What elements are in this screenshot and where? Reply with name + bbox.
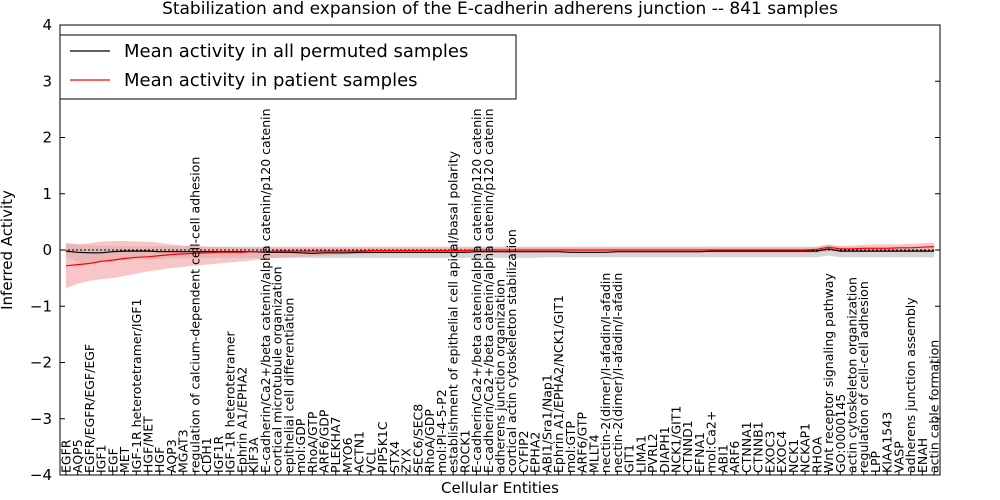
x-tick-label: CTNND1 (680, 420, 695, 473)
x-tick-label: ACTN1 (352, 431, 367, 473)
line-series-0 (65, 248, 935, 255)
x-tick-label: regulation of calcium-dependent cell-cel… (187, 157, 202, 473)
x-tick-labels: EGFRAQP5EGFR/EGFR/EGF/EGFIGF1EGFMETIGF-1… (58, 108, 942, 475)
x-tick-label: KIAA1543 (880, 412, 895, 473)
x-tick-label: PLEKHA7 (328, 416, 343, 473)
y-tick-label: −1 (30, 297, 52, 315)
x-tick-label: ABI1 (715, 444, 730, 473)
x-tick-label: mol:PI-4-5-P2 (434, 389, 449, 473)
x-tick-label: MET (117, 446, 132, 473)
y-tick-label: −3 (30, 410, 52, 428)
x-tick-label: EGFR (58, 439, 73, 473)
x-tick-label: establishment of epithelial cell apical/… (446, 150, 461, 473)
x-tick-label: nectin-2(dimer)/I-afadin/I-afadin (610, 273, 625, 473)
x-tick-label: AQP5 (70, 439, 85, 473)
y-tick-label: −2 (30, 354, 52, 372)
x-tick-label: IGF1R (211, 435, 226, 473)
x-tick-label: ROCK1 (457, 430, 472, 473)
y-tick-label: 3 (42, 72, 52, 90)
x-axis-label: Cellular Entities (441, 479, 559, 497)
x-tick-label: GIT1 (622, 444, 637, 473)
x-tick-label: RHOA (809, 436, 824, 473)
x-tick-label: cortical microtubule organization (270, 266, 285, 473)
x-tick-label: Ephrin A1/EPHA2 (234, 367, 249, 473)
x-tick-label: IGF1 (94, 444, 109, 473)
x-tick-label: mol:GTP (563, 421, 578, 473)
x-tick-label: CTNNB1 (751, 421, 766, 473)
y-axis-label: Inferred Activity (0, 190, 16, 310)
x-tick-label: Wnt receptor signaling pathway (821, 273, 836, 473)
x-tick-label: LPP (868, 450, 883, 473)
x-tick-label: EFNA1 (692, 432, 707, 473)
x-tick-label: EGF (105, 448, 120, 473)
x-tick-label: IGF-1R heterotetramer (223, 330, 238, 473)
x-tick-label: VCL (363, 449, 378, 473)
x-tick-label: NCK1/GIT1 (669, 406, 684, 473)
series-lines (60, 246, 940, 267)
x-tick-label: ARF6/GTP (575, 412, 590, 473)
x-tick-label: MYO6 (340, 437, 355, 473)
x-tick-label: regulation of cell-cell adhesion (856, 281, 871, 473)
x-tick-label: ARF6 (727, 441, 742, 473)
x-tick-label: IGF-1R heterotetramer/IGF1 (129, 299, 144, 473)
legend: Mean activity in all permuted samples Me… (59, 34, 517, 100)
x-tick-label: RhoA/GTP (305, 411, 320, 473)
x-tick-label: adherens junction assembly (903, 297, 918, 473)
x-tick-label: epithelial cell differentiation (281, 298, 296, 473)
y-tick-label: 1 (42, 185, 52, 203)
x-tick-label: adherens junction organization (493, 279, 508, 473)
x-tick-label: actin cable formation (927, 340, 942, 473)
x-tick-label: EGFR/EGFR/EGF/EGF (82, 344, 97, 473)
x-tick-label: cortical actin cytoskeleton stabilizatio… (504, 229, 519, 473)
x-tick-label: E-cadherin/Ca2+/beta catenin/alpha caten… (481, 108, 496, 473)
x-tick-label: CYFIP2 (516, 430, 531, 473)
x-tick-label: ARF6/GDP (317, 409, 332, 473)
x-tick-label: HGF (152, 447, 167, 473)
x-tick-label: MGAT3 (176, 429, 191, 473)
y-tick-label: 4 (42, 16, 52, 34)
x-tick-label: ABI1/Sra1/Nap1 (539, 374, 554, 473)
x-tick-label: NCKAP1 (798, 423, 813, 473)
x-tick-label: HGF/MET (141, 416, 156, 473)
x-tick-label: DIAPH1 (657, 426, 672, 473)
x-tick-label: EXOC3 (762, 431, 777, 473)
x-tick-label: ENAH (915, 438, 930, 473)
x-tick-label: AQP3 (164, 439, 179, 473)
x-tick-label: E-cadherin/Ca2+/beta catenin/alpha caten… (469, 108, 484, 473)
x-tick-label: MLLT4 (586, 434, 601, 473)
x-tick-label: RhoA/GDP (422, 409, 437, 473)
y-axis-ticks: −4 −3 −2 −1 0 1 2 3 4 (30, 16, 940, 484)
chart-title: Stabilization and expansion of the E-cad… (162, 0, 838, 19)
x-tick-label: E-cadherin/Ca2+/beta catenin/alpha caten… (258, 108, 273, 473)
line-series-1 (65, 246, 935, 267)
x-tick-label: EXOC4 (774, 431, 789, 473)
x-tick-label: LIMA1 (633, 435, 648, 473)
y-tick-label: −4 (30, 466, 52, 484)
x-tick-label: mol:GDP (293, 418, 308, 473)
x-tick-label: CTNNA1 (739, 421, 754, 473)
legend-label-permuted: Mean activity in all permuted samples (124, 41, 468, 62)
y-tick-label: 2 (42, 129, 52, 147)
x-tick-label: GO:0000145 (833, 394, 848, 473)
x-tick-label: NCK1 (786, 439, 801, 473)
legend-label-patient: Mean activity in patient samples (124, 70, 418, 91)
x-tick-label: nectin-2(dimer)/I-afadin/I-afadin (598, 273, 613, 473)
x-tick-label: EPHA2 (528, 432, 543, 473)
x-tick-label: PIP5K1C (375, 421, 390, 473)
y-tick-label: 0 (42, 241, 52, 259)
x-tick-label: mol:Ca2+ (704, 411, 719, 473)
x-tick-label: PVRL2 (645, 433, 660, 473)
x-tick-label: KIF3A (246, 437, 261, 473)
x-tick-label: VASP (891, 441, 906, 473)
x-tick-label: CDH1 (199, 437, 214, 473)
x-tick-label: ZYX (399, 448, 414, 473)
x-tick-label: Ephrin A1/EPHA2/NCK1/GIT1 (551, 295, 566, 473)
x-tick-label: STX4 (387, 441, 402, 473)
x-tick-label: actin cytoskeleton organization (845, 277, 860, 473)
legend-box (59, 34, 517, 100)
x-tick-label: SEC6/SEC8 (410, 404, 425, 473)
